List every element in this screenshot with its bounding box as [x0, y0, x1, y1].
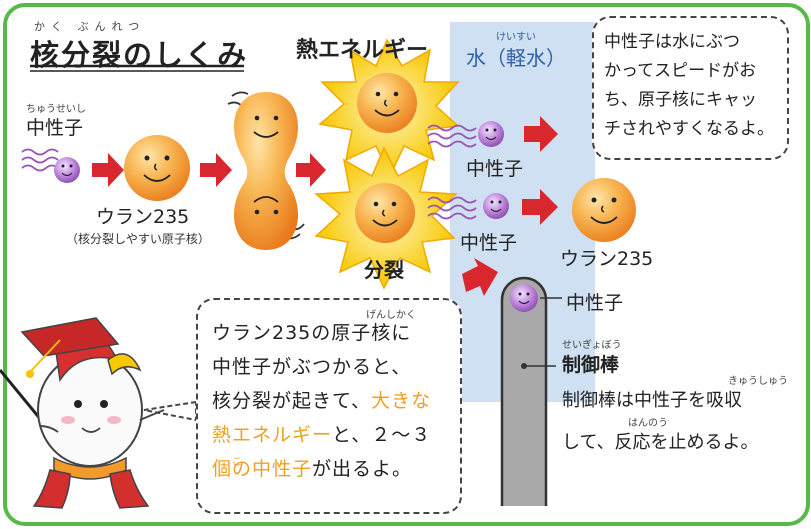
title-underline	[30, 64, 244, 72]
bubble-bottom-line2: 中性子がぶつかると、	[212, 356, 412, 378]
uranium-left-label: ウラン235	[96, 206, 190, 228]
fission-label: 分裂	[364, 258, 404, 282]
bubble-bottom-line5: こ個の中性子が出るよ。	[212, 457, 413, 480]
rod-neutron-label: 中性子	[566, 292, 624, 314]
rod-name-ruby: せいぎょぼう	[562, 340, 622, 351]
bubble-bottom-line1: ウラン235の原子核に	[212, 322, 412, 344]
fragment-bottom	[355, 183, 415, 243]
neutron-mid-bottom	[483, 193, 509, 219]
bubble-bottom-line3: 核分裂が起きて、大きな	[212, 390, 432, 412]
bubble-bottom-line4: 熱エネルギーと、２〜３	[212, 424, 432, 446]
uranium-splitting	[234, 92, 298, 250]
title-ruby: かく ぶんれつ	[34, 20, 146, 33]
red-arrows	[92, 116, 558, 296]
uranium-right	[572, 178, 636, 242]
neutron-mid2-label: 中性子	[460, 232, 518, 254]
rod-desc-line2: して、反応を止めるよ。	[562, 432, 759, 453]
rod-ruby2: きゅうしゅう	[728, 376, 788, 387]
control-rod-label: 制御棒	[562, 354, 620, 376]
neutron-ruby: ちゅうせいし	[26, 104, 86, 115]
uranium-right-label: ウラン235	[560, 248, 654, 270]
bubble-top-line1: 中性子は水にぶつ	[604, 32, 740, 52]
neutron-left-label: 中性子	[26, 117, 84, 139]
bubble-bottom-ruby: げんしかく	[366, 310, 416, 321]
heat-energy-label: 熱エネルギー	[296, 38, 429, 63]
mascot-character	[0, 317, 165, 509]
bubble-top-line4: チされやすくなるよ。	[604, 119, 774, 139]
water-ruby: けいすい	[496, 32, 536, 43]
neutron-mid-top	[478, 121, 504, 147]
rod-ruby3: はんのう	[628, 418, 668, 429]
rod-desc-line1: 制御棒は中性子を吸収	[562, 390, 742, 411]
speech-bubble-top: 中性子は水にぶつ かってスピードがお ち、原子核にキャッ チされやすくなるよ。	[592, 16, 789, 160]
uranium-left	[124, 135, 190, 201]
bubble-top-line3: ち、原子核にキャッ	[604, 90, 757, 110]
neutron-left	[54, 157, 80, 183]
bubble-top-line2: かってスピードがお	[604, 61, 757, 81]
uranium-left-note: （核分裂しやすい原子核）	[66, 232, 210, 246]
fragment-top	[357, 73, 417, 133]
bubble-pointer	[143, 400, 200, 422]
speech-bubble-bottom: げんしかく ウラン235の原子核に 中性子がぶつかると、 核分裂が起きて、大きな…	[196, 298, 462, 514]
wave-lines	[21, 124, 477, 220]
control-rod	[500, 276, 562, 506]
water-label: 水（軽水）	[466, 46, 566, 70]
neutron-mid1-label: 中性子	[466, 158, 524, 180]
page-title: 核分裂のしくみ	[30, 38, 249, 72]
